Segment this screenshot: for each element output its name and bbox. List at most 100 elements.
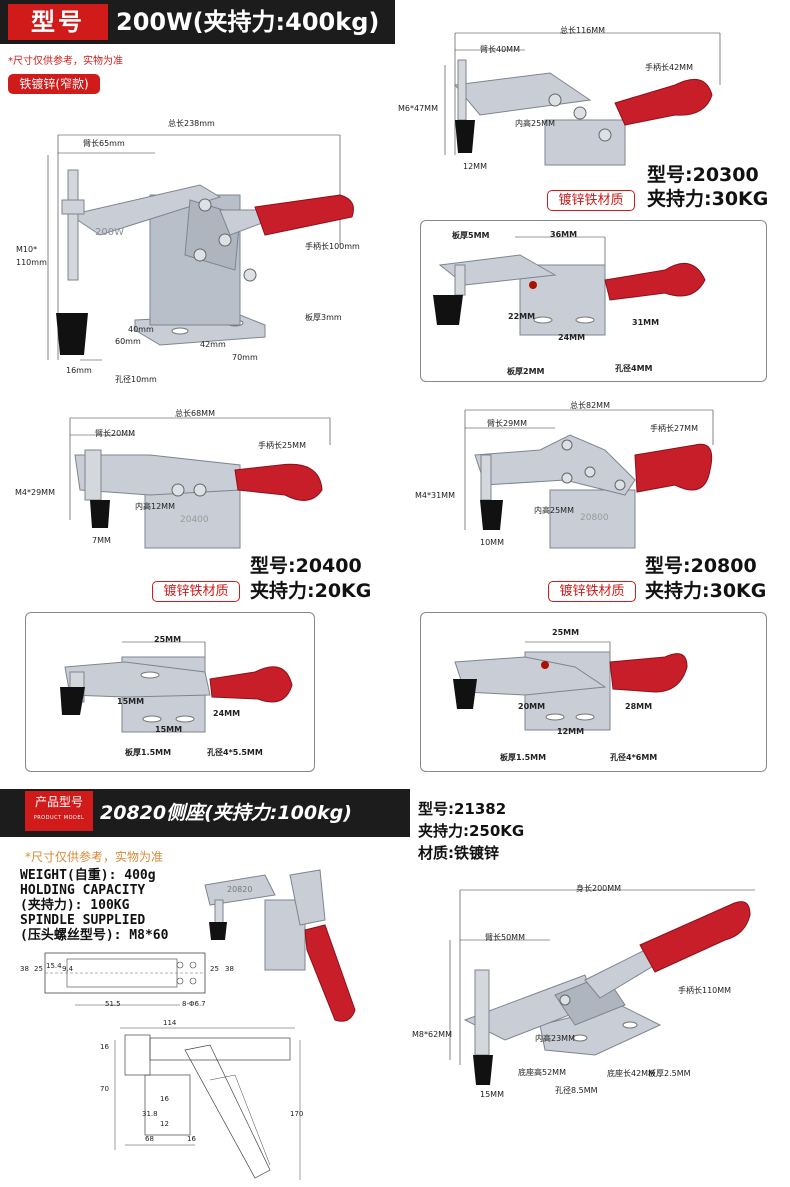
label-21382-body: 身长200MM (576, 884, 622, 893)
label-200w-tip: 16mm (66, 366, 92, 375)
label-20300-tip: 12MM (463, 162, 487, 171)
product-model-label: 产品型号 (34, 795, 83, 809)
label-20800-h20: 20MM (518, 702, 546, 711)
label-20300-thread: M6*47MM (398, 104, 438, 113)
label-20800-thread: M4*31MM (415, 491, 455, 500)
label-21382-inner: 内高23MM (535, 1034, 575, 1043)
material-tag-20300: 镀锌铁材质 (547, 190, 635, 211)
dim-15-4: 15.4 (46, 962, 62, 970)
label-20300-hole: 孔径4MM (615, 364, 653, 373)
label-20300-w36: 36MM (550, 230, 578, 239)
force-20300: 夹持力:30KG (647, 188, 769, 210)
spec-holding: HOLDING CAPACITY (20, 883, 146, 898)
material-tag-20400: 镀锌铁材质 (152, 581, 240, 602)
dim-51-5: 51.5 (105, 1000, 121, 1008)
dim-114: 114 (163, 1019, 177, 1027)
dim-holes: 8-Φ6.7 (182, 1000, 206, 1008)
size-note-20820: *尺寸仅供参考，实物为准 (25, 850, 164, 864)
label-20300-inner: 内高25MM (515, 119, 555, 128)
label-20300-platetop: 板厚5MM (452, 231, 490, 240)
label-20400-w25: 25MM (154, 635, 182, 644)
label-21382-plate: 板厚2.5MM (648, 1069, 691, 1078)
label-20400-h15: 15MM (117, 697, 145, 706)
label-21382-handle: 手柄长110MM (678, 986, 732, 995)
label-20400-thread: M4*29MM (15, 488, 55, 497)
label-20400-w15: 15MM (155, 725, 183, 734)
label-21382-base-len: 底座长42MM (607, 1069, 655, 1078)
drawing-20820-side-view (114, 1027, 301, 1180)
stamp-20800: 20800 (580, 513, 609, 523)
banner-title: 200W(夹持力:400kg) (116, 8, 380, 36)
label-20400-h24: 24MM (213, 709, 241, 718)
svg-text:200W: 200W (95, 227, 124, 238)
label-20300-plate: 板厚2MM (507, 367, 545, 376)
label-20400-total: 总长68MM (175, 409, 215, 418)
label-20400-inner: 内高12MM (135, 502, 175, 511)
label-20800-h28: 28MM (625, 702, 653, 711)
material-tag-20800: 镀锌铁材质 (548, 581, 636, 602)
dim-12: 12 (160, 1120, 169, 1128)
label-20800-w25: 25MM (552, 628, 580, 637)
force-20400: 夹持力:20KG (250, 580, 372, 602)
label-20300-w24: 24MM (558, 333, 586, 342)
label-200w-thread: M10* (16, 245, 38, 254)
clamp-200w-illustration: 200W (47, 134, 354, 361)
force-20800: 夹持力:30KG (645, 580, 767, 602)
label-21382-arm: 臂长50MM (485, 933, 525, 942)
label-20400-handle: 手柄长25MM (258, 441, 306, 450)
label-21382-thread: M8*62MM (412, 1030, 452, 1039)
label-200w-40: 40mm (128, 325, 154, 334)
label-20400-tip: 7MM (92, 536, 111, 545)
dim-38-left: 38 (20, 965, 29, 973)
label-20800-plate: 板厚1.5MM (500, 753, 547, 762)
label-20400-hole: 孔径4*5.5MM (207, 748, 263, 757)
label-20800-total: 总长82MM (570, 401, 610, 410)
label-200w-hole: 孔径10mm (115, 375, 157, 384)
force-21382: 夹持力:250KG (418, 822, 525, 840)
dim-9-4: 9.4 (62, 965, 74, 973)
label-20300-h31: 31MM (632, 318, 660, 327)
label-20300-h22: 22MM (508, 312, 536, 321)
label-20400-plate: 板厚1.5MM (125, 748, 172, 757)
product-model-label-en: PRODUCT MODEL (33, 815, 85, 821)
model-20400: 型号:20400 (250, 555, 362, 577)
label-20800-handle: 手柄长27MM (650, 424, 698, 433)
label-20300-arm: 臂长40MM (480, 45, 520, 54)
dim-70: 70 (100, 1085, 109, 1093)
clamp-20300-illustration (444, 32, 721, 166)
model-21382: 型号:21382 (418, 800, 507, 818)
dim-25-left: 25 (34, 965, 43, 973)
model-label: 型号 (8, 4, 108, 40)
label-20800-hole: 孔径4*6MM (610, 753, 658, 762)
label-20300-handle: 手柄长42MM (645, 63, 693, 72)
label-200w-total: 总长238mm (168, 119, 215, 128)
detail-20800-illustration (453, 641, 688, 731)
label-21382-tip: 15MM (480, 1090, 504, 1099)
spec-spindle-model: (压头螺丝型号): M8*60 (20, 928, 169, 943)
label-200w-42: 42mm (200, 340, 226, 349)
dim-170: 170 (290, 1110, 304, 1118)
label-20400-arm: 臂长20MM (95, 429, 135, 438)
dim-25-right: 25 (210, 965, 219, 973)
spec-spindle: SPINDLE SUPPLIED (20, 913, 146, 928)
detail-20300-illustration (433, 236, 706, 336)
detail-20400-illustration (60, 641, 293, 733)
label-200w-plate: 板厚3mm (305, 313, 342, 322)
label-20800-w12: 12MM (557, 727, 585, 736)
stamp-20400: 20400 (180, 515, 209, 525)
label-20800-arm: 臂长29MM (487, 419, 527, 428)
label-20800-tip: 10MM (480, 538, 504, 547)
label-200w-handle: 手柄长100mm (305, 242, 360, 251)
label-21382-hole: 孔径8.5MM (555, 1086, 598, 1095)
spec-capacity: (夹持力): 100KG (20, 898, 130, 913)
size-note: *尺寸仅供参考，实物为准 (8, 56, 123, 67)
dim-68: 68 (145, 1135, 154, 1143)
model-20300: 型号:20300 (647, 164, 759, 186)
dim-31-8: 31.8 (142, 1110, 158, 1118)
material-tag: 铁镀锌(窄款) (8, 74, 100, 94)
drawing-20820-top-view (44, 952, 206, 1006)
spec-weight: WEIGHT(自重): 400g (20, 868, 156, 883)
clamp-20400-illustration: 20400 (69, 417, 331, 549)
label-200w-arm: 臂长65mm (83, 139, 125, 148)
clamp-21382-illustration (449, 889, 755, 1085)
